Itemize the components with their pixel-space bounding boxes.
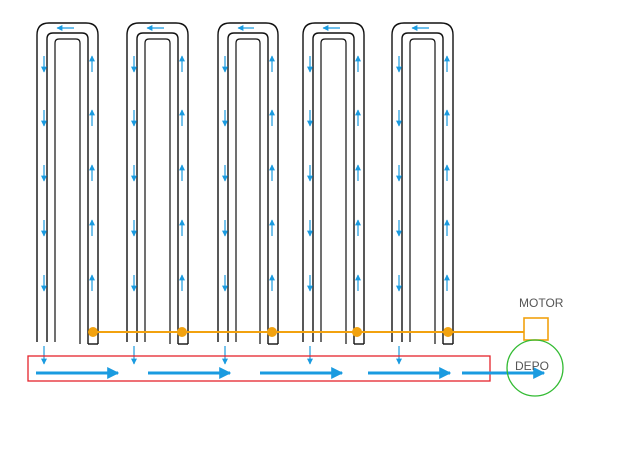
loop-center-divider [320,38,347,344]
loop-inner-wall [227,32,269,344]
loop-center-divider [235,38,261,344]
loop-outer-wall [391,22,454,344]
collector-conveyor-box [27,355,491,382]
loop-1 [36,22,99,365]
loop-inner-wall [312,32,355,344]
motor-label: MOTOR [519,296,564,310]
loop-inner-wall [401,32,444,344]
motor-box [523,317,549,341]
depot-circle [506,339,564,397]
loop-center-divider [54,38,81,344]
loop-4 [302,22,365,365]
loop-2 [126,22,189,365]
loop-outer-wall [217,22,279,344]
pulley-icon [88,327,98,337]
loop-inner-wall [136,32,179,344]
depo-label: DEPO [515,359,550,373]
loop-inner-wall [46,32,89,344]
drive-line [88,317,549,341]
loop-outer-wall [302,22,365,344]
pulley-icon [443,327,453,337]
loop-3 [217,22,279,365]
loop-center-divider [409,38,436,344]
loop-5 [391,22,454,365]
loop-outer-wall [126,22,189,344]
loop-center-divider [144,38,171,344]
pulley-icon [352,327,362,337]
collector-conveyor [27,339,564,397]
pulley-icon [177,327,187,337]
conveyor-loops [36,22,454,365]
pulley-icon [267,327,277,337]
loop-outer-wall [36,22,99,344]
